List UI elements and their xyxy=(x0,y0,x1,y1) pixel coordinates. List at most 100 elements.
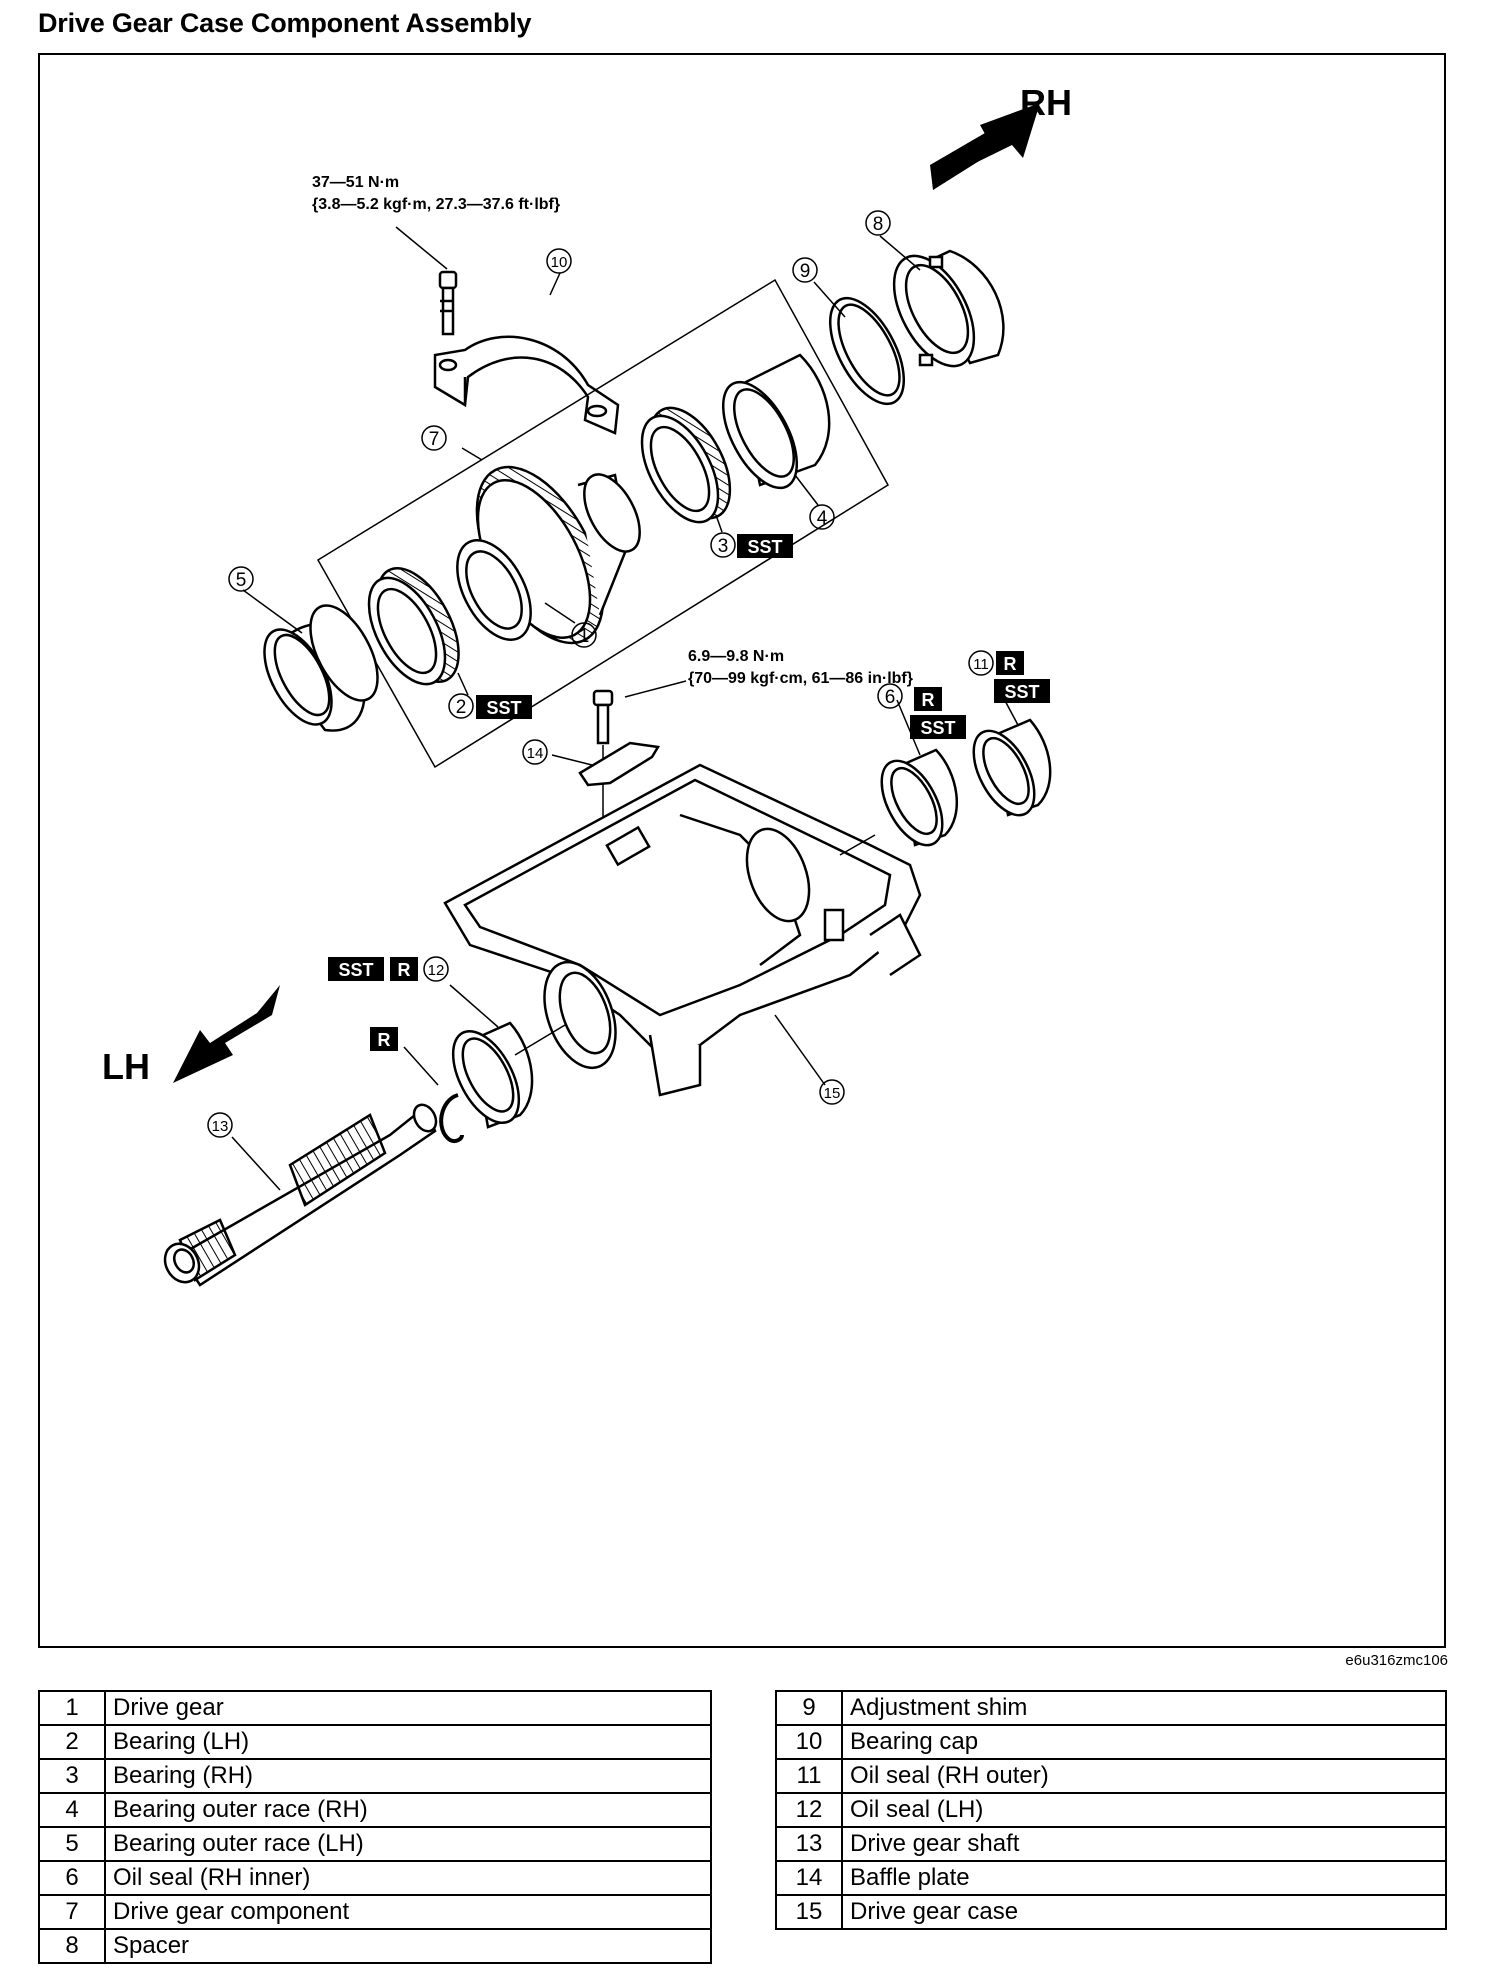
callout-15: 15 xyxy=(824,1085,841,1102)
page-title: Drive Gear Case Component Assembly xyxy=(38,8,532,38)
legend-name: Bearing cap xyxy=(841,1724,1447,1760)
baffle-plate-icon xyxy=(578,741,661,787)
tag-r-snap-ring: R xyxy=(370,1027,398,1051)
callout-12: 12 xyxy=(428,962,445,979)
bolt-baffle-icon xyxy=(592,689,614,745)
svg-text:R: R xyxy=(398,960,411,980)
bearing-outer-race-lh-icon xyxy=(263,604,379,732)
svg-text:R: R xyxy=(1004,654,1017,674)
callout-4: 4 xyxy=(817,508,828,529)
rh-label: RH xyxy=(1020,82,1072,123)
legend-num: 15 xyxy=(775,1894,843,1930)
lh-label: LH xyxy=(102,1046,150,1087)
svg-text:SST: SST xyxy=(920,718,955,738)
legend-name: Bearing (LH) xyxy=(104,1724,712,1760)
drive-gear-icon xyxy=(456,465,641,645)
legend-name: Bearing (RH) xyxy=(104,1758,712,1794)
callout-9: 9 xyxy=(800,261,811,282)
legend-name: Baffle plate xyxy=(841,1860,1447,1896)
drive-gear-case-icon xyxy=(443,763,922,1097)
torque-spec-baffle-line1: 6.9—9.8 N·m xyxy=(688,648,784,665)
legend-num: 6 xyxy=(38,1860,106,1896)
svg-text:R: R xyxy=(922,690,935,710)
svg-text:SST: SST xyxy=(486,698,521,718)
legend-name: Bearing outer race (RH) xyxy=(104,1792,712,1828)
legend-num: 13 xyxy=(775,1826,843,1862)
tag-r-oil-seal-rh-inner: R xyxy=(914,687,942,711)
legend-name: Bearing outer race (LH) xyxy=(104,1826,712,1862)
legend-num: 2 xyxy=(38,1724,106,1760)
svg-text:SST: SST xyxy=(338,960,373,980)
tag-r-oil-seal-lh: R xyxy=(390,957,418,981)
legend-num: 7 xyxy=(38,1894,106,1930)
legend-name: Drive gear shaft xyxy=(841,1826,1447,1862)
bearing-cap-icon xyxy=(433,335,620,435)
spacer-icon xyxy=(892,249,1005,368)
legend-name: Spacer xyxy=(104,1928,712,1964)
callout-14: 14 xyxy=(527,745,544,762)
bearing-rh-icon xyxy=(640,406,732,524)
callout-5: 5 xyxy=(236,570,247,591)
bolt-top-icon xyxy=(438,270,458,336)
legend-name: Drive gear component xyxy=(104,1894,712,1930)
tag-sst-oil-seal-rh-outer: SST xyxy=(994,679,1050,703)
diagram-frame: RH LH 37—51 N·m {3.8—5.2 kgf·m, 27.3—37.… xyxy=(38,53,1446,1648)
tag-sst-bearing-rh: SST xyxy=(737,534,793,558)
torque-spec-top-line1: 37—51 N·m xyxy=(312,174,399,191)
torque-spec-top-line2: {3.8—5.2 kgf·m, 27.3—37.6 ft·lbf} xyxy=(312,196,560,213)
adjustment-shim-icon xyxy=(828,296,906,406)
drive-gear-component-outline xyxy=(316,278,890,769)
svg-text:R: R xyxy=(378,1030,391,1050)
callout-11: 11 xyxy=(973,656,989,673)
exploded-view-diagram: RH LH 37—51 N·m {3.8—5.2 kgf·m, 27.3—37.… xyxy=(102,82,1072,1287)
torque-spec-baffle-line2: {70—99 kgf·cm, 61—86 in·lbf} xyxy=(688,670,913,687)
callout-7: 7 xyxy=(429,429,440,450)
callout-13: 13 xyxy=(212,1118,229,1135)
legend-name: Oil seal (RH inner) xyxy=(104,1860,712,1896)
callout-6: 6 xyxy=(885,687,896,708)
drive-gear-shaft-icon xyxy=(163,1103,438,1287)
legend-num: 3 xyxy=(38,1758,106,1794)
legend-num: 1 xyxy=(38,1690,106,1726)
tag-sst-bearing-lh: SST xyxy=(476,695,532,719)
callout-2: 2 xyxy=(456,697,467,718)
legend-name: Drive gear xyxy=(104,1690,712,1726)
legend-num: 4 xyxy=(38,1792,106,1828)
callout-10: 10 xyxy=(551,254,568,271)
legend-num: 11 xyxy=(775,1758,843,1794)
svg-text:SST: SST xyxy=(747,537,782,557)
legend-name: Oil seal (RH outer) xyxy=(841,1758,1447,1794)
legend-num: 12 xyxy=(775,1792,843,1828)
legend-num: 9 xyxy=(775,1690,843,1726)
bearing-lh-icon xyxy=(367,566,460,686)
legend-name: Adjustment shim xyxy=(841,1690,1447,1726)
diagram-code: e6u316zmc106 xyxy=(1345,1652,1448,1669)
tag-sst-oil-seal-lh: SST xyxy=(328,957,384,981)
legend-num: 8 xyxy=(38,1928,106,1964)
legend-num: 10 xyxy=(775,1724,843,1760)
tag-r-oil-seal-rh-outer: R xyxy=(996,651,1024,675)
oil-seal-rh-outer-icon xyxy=(972,718,1052,817)
oil-seal-rh-inner-icon xyxy=(880,748,958,847)
callout-8: 8 xyxy=(873,214,884,235)
snap-ring-icon xyxy=(439,1093,464,1144)
rh-direction-arrow-icon xyxy=(930,103,1040,190)
legend-name: Oil seal (LH) xyxy=(841,1792,1447,1828)
legend-name: Drive gear case xyxy=(841,1894,1447,1930)
legend-num: 5 xyxy=(38,1826,106,1862)
